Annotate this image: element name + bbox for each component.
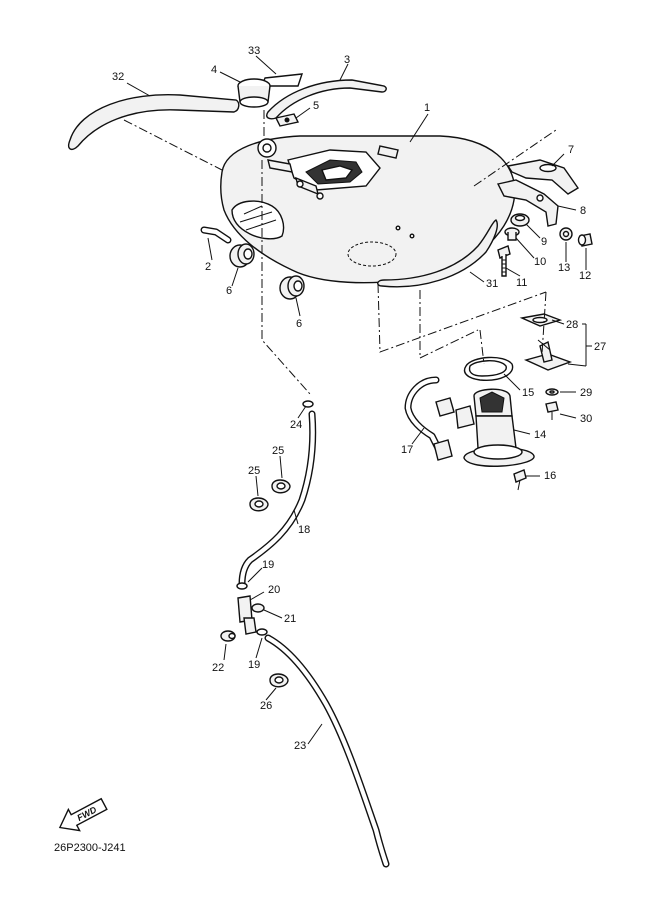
part-12-bolt (577, 233, 593, 247)
leader-lines (126, 55, 592, 745)
label-9: 9 (541, 236, 547, 248)
part-26-clamp (269, 673, 289, 688)
label-27: 27 (594, 341, 606, 353)
label-20: 20 (268, 584, 280, 596)
drawing-code: 26P2300-J241 (54, 842, 126, 854)
part-19-clip-b (256, 628, 268, 636)
label-2: 2 (205, 261, 211, 273)
part-13-washer (559, 227, 573, 241)
label-12: 12 (579, 270, 591, 282)
label-24: 24 (290, 419, 302, 431)
part-22-cap (220, 630, 236, 642)
label-19b: 19 (248, 659, 260, 671)
part-1-fuel-tank (219, 135, 516, 284)
label-32: 32 (112, 71, 124, 83)
reference-lines (123, 110, 557, 395)
part-21-cap (251, 603, 265, 613)
label-25b: 25 (248, 465, 260, 477)
label-5: 5 (313, 100, 319, 112)
part-2-tube (200, 226, 232, 244)
label-21: 21 (284, 613, 296, 625)
part-6-damper-b (279, 275, 305, 300)
label-8: 8 (580, 205, 586, 217)
label-10: 10 (534, 256, 546, 268)
label-29: 29 (580, 387, 592, 399)
label-28: 28 (566, 319, 578, 331)
label-17: 17 (401, 444, 413, 456)
part-10-collar (504, 227, 520, 241)
part-30-screw (545, 401, 559, 420)
part-23-drain-hose (264, 634, 390, 868)
part-11-bolt (497, 245, 511, 277)
part-31-lower-strip (377, 219, 498, 288)
part-29-washer (545, 388, 559, 396)
part-18-breather-hose (238, 410, 317, 588)
label-19a: 19 (262, 559, 274, 571)
label-14: 14 (534, 429, 546, 441)
label-6a: 6 (226, 285, 232, 297)
label-22: 22 (212, 662, 224, 674)
label-7: 7 (568, 144, 574, 156)
part-8-damper-bracket (496, 179, 559, 227)
label-4: 4 (211, 64, 217, 76)
part-28-plate (519, 313, 563, 327)
label-33: 33 (248, 45, 260, 57)
part-5-bracket (274, 113, 300, 127)
part-25-clamp-a (271, 479, 291, 494)
part-17-pump-hose (404, 376, 455, 461)
label-18: 18 (298, 524, 310, 536)
label-30: 30 (580, 413, 592, 425)
part-4-fuel-cap (237, 78, 271, 108)
part-32-side-cover (68, 93, 240, 151)
part-15-gasket (463, 356, 514, 381)
label-16: 16 (544, 470, 556, 482)
label-3: 3 (344, 54, 350, 66)
label-31: 31 (486, 278, 498, 290)
label-25a: 25 (272, 445, 284, 457)
label-15: 15 (522, 387, 534, 399)
part-25-clamp-b (249, 497, 269, 512)
label-1: 1 (424, 102, 430, 114)
part-16-screw (513, 469, 527, 491)
part-27-bracket-assy (523, 339, 573, 371)
label-11: 11 (516, 277, 527, 289)
part-3-trim-strip (266, 79, 387, 120)
part-number-labels: 1 2 3 4 5 6 6 7 8 9 10 11 12 13 14 15 16… (112, 45, 606, 752)
label-26: 26 (260, 700, 272, 712)
part-20-joint (237, 595, 257, 635)
label-23: 23 (294, 740, 306, 752)
part-24-clip (302, 400, 314, 408)
fwd-arrow-icon: FWD (58, 797, 108, 832)
part-9-grommet (510, 213, 530, 227)
label-6b: 6 (296, 318, 302, 330)
part-19-clip-a (236, 582, 248, 590)
part-14-fuel-pump (455, 388, 535, 467)
label-13: 13 (558, 262, 570, 274)
part-7-mount-bracket (506, 159, 580, 195)
part-6-damper-a (229, 243, 255, 268)
